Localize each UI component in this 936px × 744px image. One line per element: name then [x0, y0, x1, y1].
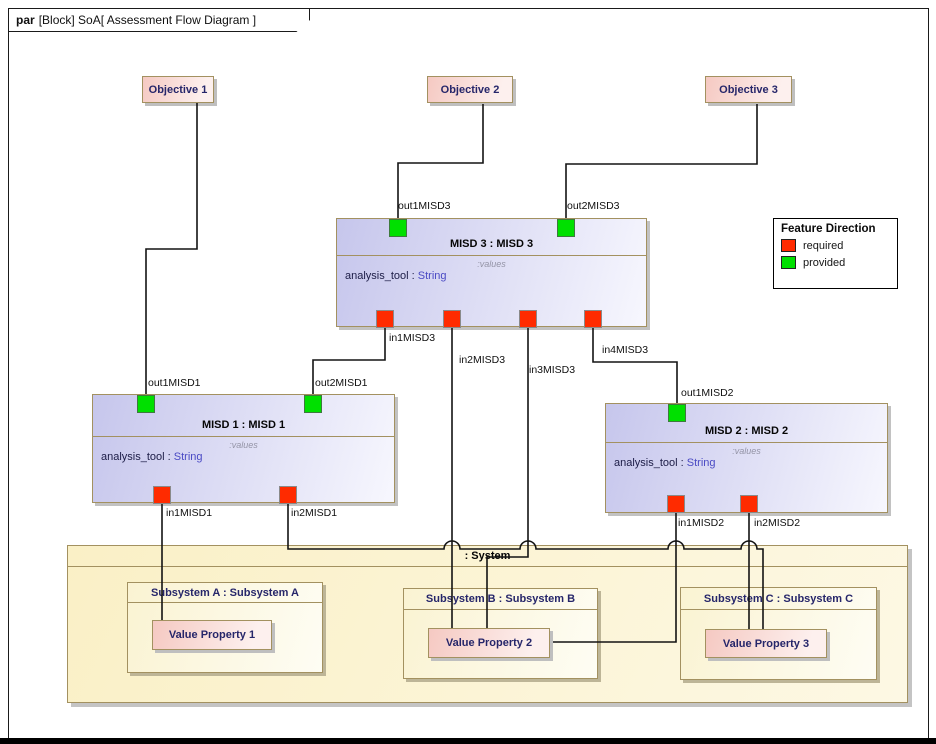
block-misd2-title: MISD 2 : MISD 2	[704, 425, 789, 437]
port-label-in3MISD3: in3MISD3	[529, 364, 576, 376]
port-out1MISD3[interactable]	[389, 219, 407, 237]
port-label-in2MISD3: in2MISD3	[459, 354, 506, 366]
frame-keyword: par	[16, 13, 35, 27]
port-label-in4MISD3: in4MISD3	[602, 344, 649, 356]
legend-provided-label: provided	[803, 256, 846, 269]
port-in4MISD3[interactable]	[584, 310, 602, 328]
block-misd1-header: MISD 1 : MISD 1	[93, 395, 394, 437]
block-misd3[interactable]: MISD 3 : MISD 3 :values analysis_tool : …	[336, 218, 647, 327]
attr-type: String	[173, 451, 203, 463]
value-property-2-node[interactable]: Value Property 2	[428, 628, 550, 658]
subsystem-b-title: Subsystem B : Subsystem B	[404, 589, 597, 610]
objective-3-label: Objective 3	[719, 83, 778, 96]
port-in1MISD3[interactable]	[376, 310, 394, 328]
port-label-out1MISD2: out1MISD2	[681, 387, 734, 399]
block-misd3-header: MISD 3 : MISD 3	[337, 219, 646, 256]
attr-sep: :	[677, 457, 687, 469]
attr-name: analysis_tool	[101, 451, 165, 463]
value-property-3-node[interactable]: Value Property 3	[705, 629, 827, 658]
legend-row-required: required	[781, 239, 890, 252]
port-in2MISD3[interactable]	[443, 310, 461, 328]
block-misd3-title: MISD 3 : MISD 3	[449, 238, 534, 250]
attr-type: String	[686, 457, 716, 469]
feature-direction-legend[interactable]: Feature Direction required provided	[773, 218, 898, 289]
block-misd2-attribute: analysis_tool : String	[614, 457, 887, 469]
port-out1MISD2[interactable]	[668, 404, 686, 422]
port-out2MISD1[interactable]	[304, 395, 322, 413]
objective-1-node[interactable]: Objective 1	[142, 76, 214, 103]
value-property-3-label: Value Property 3	[722, 637, 810, 650]
port-label-in2MISD1: in2MISD1	[291, 507, 338, 519]
port-out2MISD3[interactable]	[557, 219, 575, 237]
attr-sep: :	[164, 451, 174, 463]
attr-type: String	[417, 270, 447, 282]
diagram-frame-tab[interactable]: par[Block] SoA[ Assessment Flow Diagram …	[8, 8, 310, 32]
objective-3-node[interactable]: Objective 3	[705, 76, 792, 103]
required-swatch-icon	[781, 239, 796, 252]
subsystem-a-title: Subsystem A : Subsystem A	[128, 583, 322, 603]
port-label-in1MISD3: in1MISD3	[389, 332, 436, 344]
value-property-1-label: Value Property 1	[168, 629, 256, 641]
port-in2MISD1[interactable]	[279, 486, 297, 504]
block-misd1-attribute: analysis_tool : String	[101, 451, 394, 463]
window-bottom-edge	[0, 738, 936, 744]
port-in3MISD3[interactable]	[519, 310, 537, 328]
port-out1MISD1[interactable]	[137, 395, 155, 413]
port-label-in2MISD2: in2MISD2	[754, 517, 801, 529]
legend-row-provided: provided	[781, 256, 890, 269]
block-misd1-values-caption: :values	[229, 440, 258, 450]
block-misd1-title: MISD 1 : MISD 1	[201, 419, 286, 431]
legend-required-label: required	[803, 239, 844, 252]
block-misd2[interactable]: MISD 2 : MISD 2 :values analysis_tool : …	[605, 403, 888, 513]
legend-title: Feature Direction	[781, 223, 876, 235]
port-label-out1MISD1: out1MISD1	[148, 377, 201, 389]
system-title: : System	[68, 546, 907, 567]
port-label-in1MISD2: in1MISD2	[678, 517, 725, 529]
value-property-2-label: Value Property 2	[445, 637, 533, 649]
subsystem-c-title: Subsystem C : Subsystem C	[681, 588, 876, 610]
port-label-out2MISD1: out2MISD1	[315, 377, 368, 389]
port-label-in1MISD1: in1MISD1	[166, 507, 213, 519]
block-misd3-values-caption: :values	[477, 259, 506, 269]
block-misd2-values-caption: :values	[732, 446, 761, 456]
port-in2MISD2[interactable]	[740, 495, 758, 513]
value-property-1-node[interactable]: Value Property 1	[152, 620, 272, 650]
attr-sep: :	[408, 270, 418, 282]
port-label-out1MISD3: out1MISD3	[398, 200, 451, 212]
attr-name: analysis_tool	[345, 270, 409, 282]
provided-swatch-icon	[781, 256, 796, 269]
port-label-out2MISD3: out2MISD3	[567, 200, 620, 212]
port-in1MISD2[interactable]	[667, 495, 685, 513]
block-misd1[interactable]: MISD 1 : MISD 1 :values analysis_tool : …	[92, 394, 395, 503]
block-misd2-header: MISD 2 : MISD 2	[606, 404, 887, 443]
objective-1-label: Objective 1	[148, 83, 208, 96]
block-misd3-attribute: analysis_tool : String	[345, 270, 646, 282]
port-in1MISD1[interactable]	[153, 486, 171, 504]
objective-2-node[interactable]: Objective 2	[427, 76, 513, 103]
attr-name: analysis_tool	[614, 457, 678, 469]
frame-title: [Block] SoA[ Assessment Flow Diagram ]	[38, 13, 257, 27]
objective-2-label: Objective 2	[440, 83, 500, 96]
